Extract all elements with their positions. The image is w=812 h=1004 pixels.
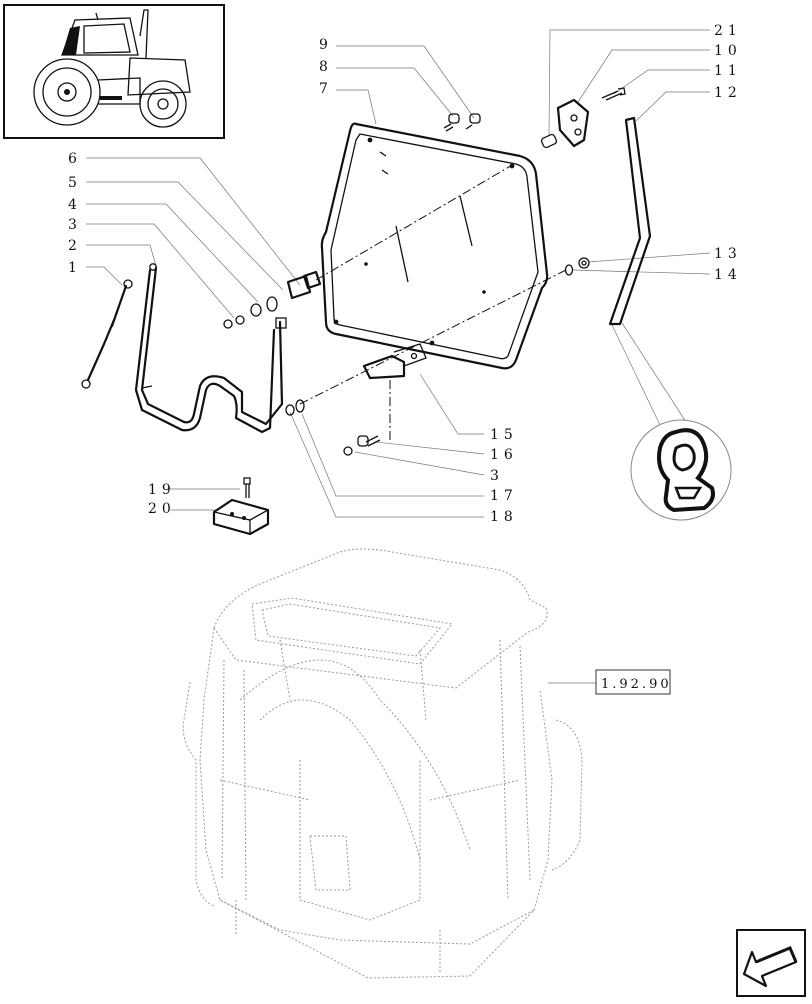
callout-13: 13 xyxy=(714,246,742,262)
pivot-pin-assembly xyxy=(223,270,322,329)
hinge-part xyxy=(540,87,626,149)
leader-lines xyxy=(86,29,711,684)
screw-nut-16-3 xyxy=(343,435,381,456)
latch-part xyxy=(362,343,427,380)
callout-21: 21 xyxy=(714,23,742,39)
callout-6: 6 xyxy=(68,151,82,167)
cab-frame-outline xyxy=(182,548,583,979)
reference-box[interactable]: 1.92.90 xyxy=(595,669,672,695)
callout-11: 11 xyxy=(714,63,742,79)
callout-20: 20 xyxy=(148,501,176,517)
callout-5: 5 xyxy=(68,175,82,191)
callout-7: 7 xyxy=(319,81,333,97)
callout-17: 17 xyxy=(490,488,518,504)
seal-strip xyxy=(608,116,652,326)
reference-label[interactable]: 1.92.90 xyxy=(601,677,672,692)
washer-parts-17-18 xyxy=(285,399,305,416)
handrail-bar xyxy=(134,263,287,434)
screw-parts xyxy=(443,113,481,132)
gas-strut xyxy=(81,279,133,389)
callout-18: 18 xyxy=(490,509,518,525)
callout-2: 2 xyxy=(68,238,82,254)
window-glass-panel xyxy=(320,122,549,370)
callout-15: 15 xyxy=(490,427,518,443)
navigate-back-arrow-icon[interactable] xyxy=(736,929,806,997)
tractor-thumbnail-icon[interactable] xyxy=(3,4,225,139)
seal-profile-detail-icon xyxy=(630,419,732,521)
callout-19: 19 xyxy=(148,482,176,498)
callout-12: 12 xyxy=(714,85,742,101)
callout-9: 9 xyxy=(319,37,333,53)
callout-14: 14 xyxy=(714,267,742,283)
callout-8: 8 xyxy=(319,59,333,75)
callout-1: 1 xyxy=(68,260,82,276)
callout-3-upper: 3 xyxy=(68,217,82,233)
callout-3-lower: 3 xyxy=(490,468,504,484)
callout-16: 16 xyxy=(490,447,518,463)
washer-parts-13-14 xyxy=(564,257,590,276)
callout-10: 10 xyxy=(714,43,742,59)
callout-4: 4 xyxy=(68,197,82,213)
bracket-part xyxy=(212,477,270,536)
